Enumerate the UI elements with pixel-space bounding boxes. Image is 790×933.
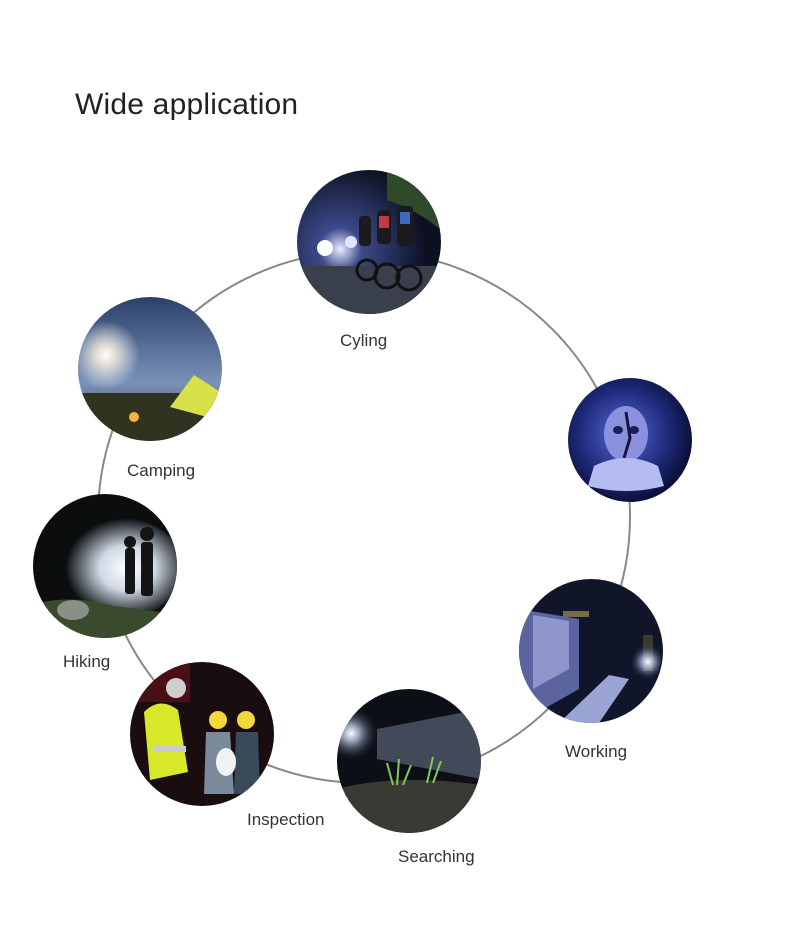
page-title: Wide application xyxy=(75,88,299,121)
searching-photo xyxy=(337,689,481,833)
cycling-photo xyxy=(297,170,441,314)
uv-light-photo xyxy=(568,378,692,502)
working-photo xyxy=(519,579,663,723)
working-label: Working xyxy=(565,742,628,761)
hiking-label: Hiking xyxy=(63,652,111,671)
camping-label: Camping xyxy=(127,461,196,480)
searching-label: Searching xyxy=(398,847,475,866)
inspection-label: Inspection xyxy=(247,810,325,829)
cycling-label: Cyling xyxy=(340,331,388,350)
inspection-photo xyxy=(130,662,274,806)
camping-photo xyxy=(78,297,222,441)
hiking-photo xyxy=(33,494,177,638)
